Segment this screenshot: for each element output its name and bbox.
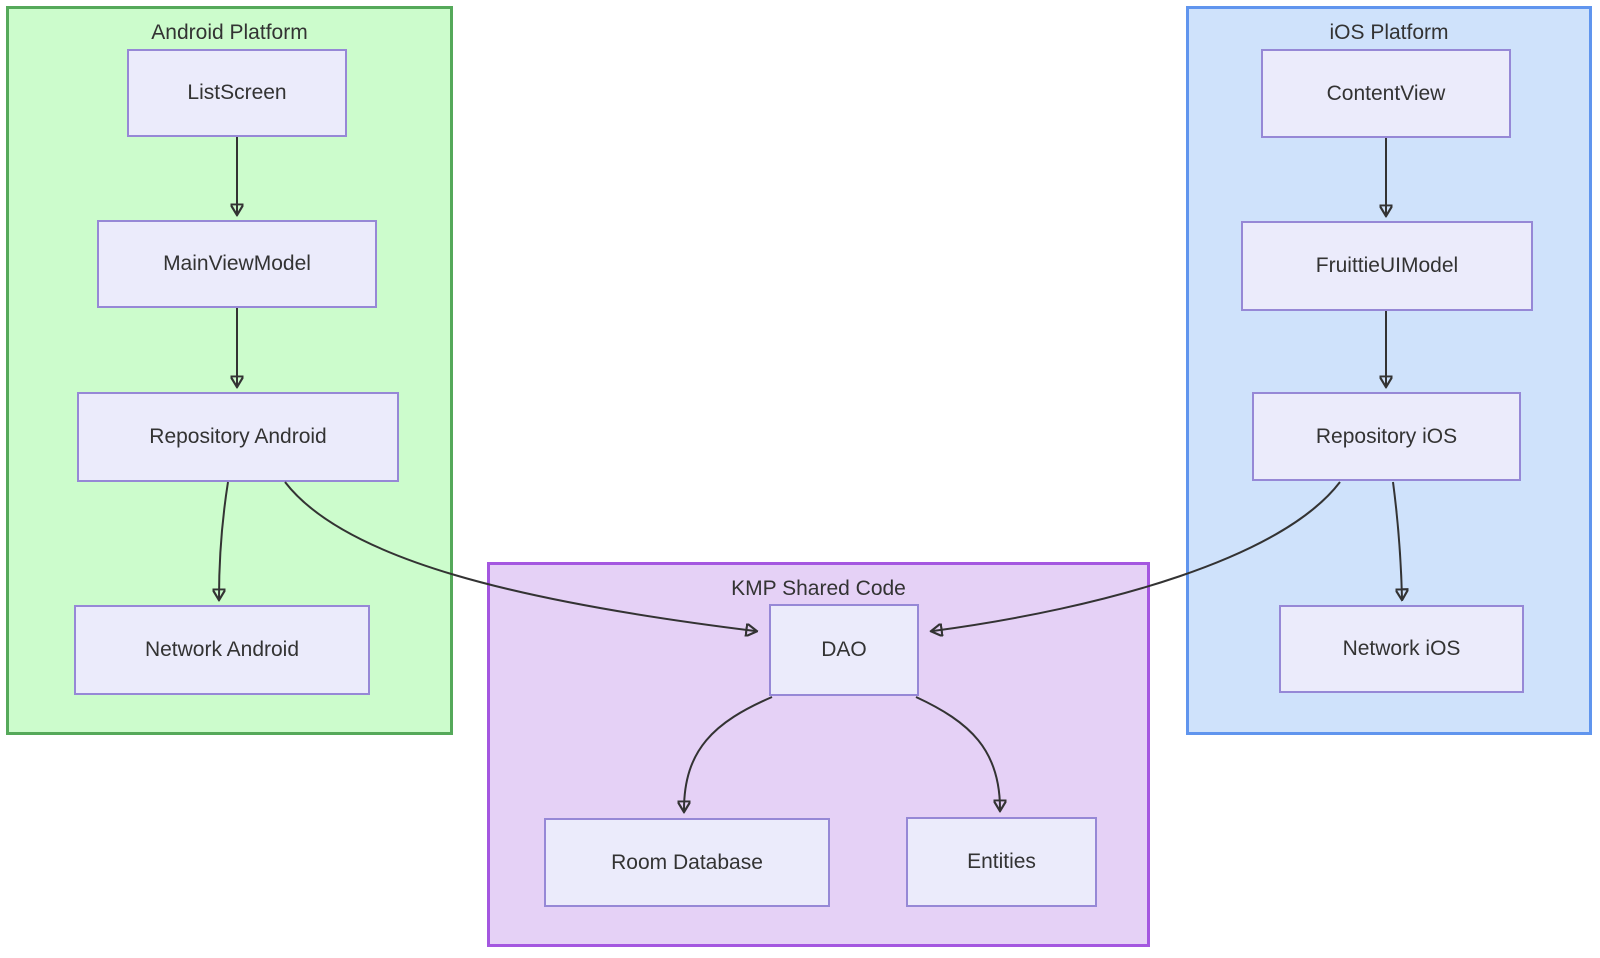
node-fruittieuimodel: FruittieUIModel xyxy=(1241,221,1533,311)
group-kmp-title: KMP Shared Code xyxy=(731,577,906,600)
node-repository-ios: Repository iOS xyxy=(1252,392,1521,481)
node-mainviewmodel: MainViewModel xyxy=(97,220,377,308)
node-dao: DAO xyxy=(769,604,919,696)
group-ios-title: iOS Platform xyxy=(1329,21,1449,44)
node-listscreen: ListScreen xyxy=(127,49,347,137)
node-repository-android: Repository Android xyxy=(77,392,399,482)
node-entities: Entities xyxy=(906,817,1097,907)
node-contentview: ContentView xyxy=(1261,49,1511,138)
node-network-android: Network Android xyxy=(74,605,370,695)
group-android-title: Android Platform xyxy=(151,21,308,44)
node-room-database: Room Database xyxy=(544,818,830,907)
node-network-ios: Network iOS xyxy=(1279,605,1524,693)
